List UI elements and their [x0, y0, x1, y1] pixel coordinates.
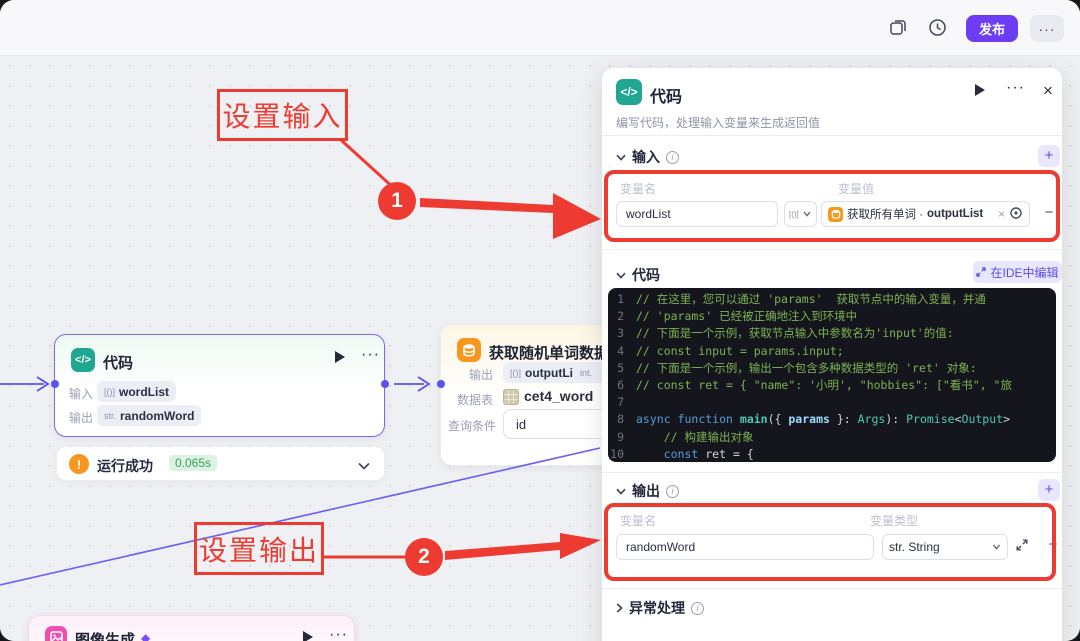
code-line: 4// const input = params.input;: [617, 343, 844, 358]
section-input-header[interactable]: 输入 i: [616, 147, 679, 167]
annotation-number-1: 1: [378, 182, 416, 220]
run-duration-badge: 0.065s: [169, 455, 218, 471]
node-code-header: </> 代码 ···: [55, 335, 384, 375]
node-image-title: 图像生成: [75, 632, 136, 641]
code-line: 3// 下面是一个示例，获取节点输入中参数名为'input'的值:: [617, 326, 954, 341]
node-more-icon[interactable]: ···: [361, 346, 380, 363]
chevron-right-icon: [616, 603, 623, 613]
db-query-label: 查询条件: [448, 419, 497, 433]
chevron-down-icon: [992, 544, 1001, 550]
code-line: 1// 在这里，您可以通过 'params' 获取节点中的输入变量，并通: [617, 292, 986, 306]
remove-input-row-button[interactable]: −: [1044, 204, 1054, 221]
annotation-box-set-input: 设置输入: [217, 89, 348, 141]
diamond-badge-icon: ◆: [141, 631, 151, 641]
node-input-pill: [()]wordList: [97, 381, 176, 402]
code-line: 7: [617, 395, 624, 410]
code-line: 5// 下面是一个示例，输出一个包含多种数据类型的 'ret' 对象:: [617, 360, 977, 375]
db-table-value: cet4_word: [524, 388, 594, 404]
panel-run-icon[interactable]: [973, 83, 986, 102]
database-icon: [828, 206, 843, 222]
ref-node-name: 获取所有单词 ·: [847, 209, 924, 221]
edit-in-ide-button[interactable]: 在IDE中编辑: [973, 261, 1062, 283]
node-run-icon[interactable]: [333, 350, 346, 369]
list-type-icon: [()]: [104, 386, 115, 397]
node-output-label: 输出: [69, 411, 94, 425]
history-icon[interactable]: [928, 18, 948, 38]
code-node-config-panel: </> 代码 ··· × 编写代码，处理输入变量来生成返回值 输入 i + 变量…: [602, 68, 1062, 641]
panel-more-icon[interactable]: ···: [1006, 79, 1025, 96]
col-var-type: 变量类型: [870, 514, 919, 528]
section-output-header[interactable]: 输出 i: [616, 481, 679, 501]
node-run-icon[interactable]: [301, 630, 314, 641]
warning-icon: !: [69, 454, 89, 474]
panel-title: 代码: [650, 89, 683, 106]
chevron-down-icon: [616, 154, 626, 161]
node-code[interactable]: </> 代码 ··· 输入 [()]wordList 输出 str.random…: [54, 334, 385, 437]
database-icon: [457, 338, 481, 362]
remove-ref-icon[interactable]: ×: [997, 207, 1005, 221]
input-var-value-ref[interactable]: 获取所有单词 · outputList ×: [821, 201, 1030, 227]
chevron-down-icon: [616, 488, 626, 495]
chevron-down-icon: [616, 272, 626, 279]
add-output-button[interactable]: +: [1038, 479, 1060, 501]
expand-icon[interactable]: [1016, 538, 1028, 556]
publish-button[interactable]: 发布: [966, 15, 1018, 42]
code-line: 10 const ret = {: [610, 446, 754, 461]
add-input-button[interactable]: +: [1038, 145, 1060, 167]
top-toolbar: 发布 ···: [0, 0, 1080, 56]
code-icon: </>: [616, 79, 642, 105]
gear-icon[interactable]: [1009, 206, 1023, 223]
chevron-down-icon[interactable]: [358, 457, 370, 475]
info-icon: i: [666, 484, 679, 498]
panel-subtitle: 编写代码，处理输入变量来生成返回值: [616, 116, 821, 130]
input-var-name-field[interactable]: [616, 201, 778, 227]
chevron-down-icon: [803, 211, 811, 217]
col-var-name: 变量名: [620, 514, 657, 528]
node-more-icon[interactable]: ···: [329, 626, 348, 641]
run-status-card[interactable]: ! 运行成功 0.065s: [56, 446, 385, 481]
code-line: 2// 'params' 已经被正确地注入到环境中: [617, 309, 858, 324]
output-var-name-field[interactable]: [616, 534, 874, 560]
code-line: 6// const ret = { "name": '小明', "hobbies…: [617, 377, 1012, 392]
code-line: 9 // 构建输出对象: [617, 429, 754, 444]
table-icon: [503, 389, 519, 405]
int-type-icon: int.: [580, 367, 593, 378]
db-table-label: 数据表: [457, 393, 494, 407]
annotation-number-2: 2: [405, 538, 443, 576]
node-image-generate[interactable]: 图像生成 ◆ ···: [28, 615, 355, 641]
node-input-label: 输入: [69, 387, 94, 401]
info-icon: i: [691, 601, 704, 615]
ref-field-name: outputList: [927, 208, 984, 220]
expand-icon: [976, 267, 987, 277]
section-error-header[interactable]: 异常处理 i: [616, 598, 704, 618]
col-var-value: 变量值: [838, 182, 875, 196]
node-code-title: 代码: [103, 355, 134, 372]
list-type-icon: [()]: [789, 209, 799, 219]
run-status-text: 运行成功: [97, 458, 153, 474]
node-output-pill: str.randomWord: [97, 405, 202, 426]
col-var-name: 变量名: [620, 182, 657, 196]
annotation-box-set-output: 设置输出: [194, 522, 324, 575]
output-type-select[interactable]: str. String: [882, 534, 1008, 560]
remove-output-row-button[interactable]: −: [1048, 536, 1058, 553]
db-out-pill: [()]outputList: [503, 362, 591, 383]
info-icon: i: [666, 150, 679, 164]
code-icon: </>: [71, 348, 95, 372]
input-type-select[interactable]: [()]: [784, 201, 817, 227]
close-icon[interactable]: ×: [1043, 81, 1053, 100]
more-options-button[interactable]: ···: [1030, 15, 1064, 42]
section-code-header[interactable]: 代码: [616, 265, 660, 285]
string-type-icon: str.: [104, 410, 117, 421]
db-out-label: 输出: [469, 368, 494, 382]
node-db-title: 获取随机单词数据: [489, 345, 610, 362]
code-editor[interactable]: 1// 在这里，您可以通过 'params' 获取节点中的输入变量，并通 2// …: [608, 288, 1056, 462]
list-type-icon: [()]: [510, 367, 521, 378]
duplicate-icon[interactable]: [889, 18, 909, 38]
image-icon: [45, 626, 67, 641]
